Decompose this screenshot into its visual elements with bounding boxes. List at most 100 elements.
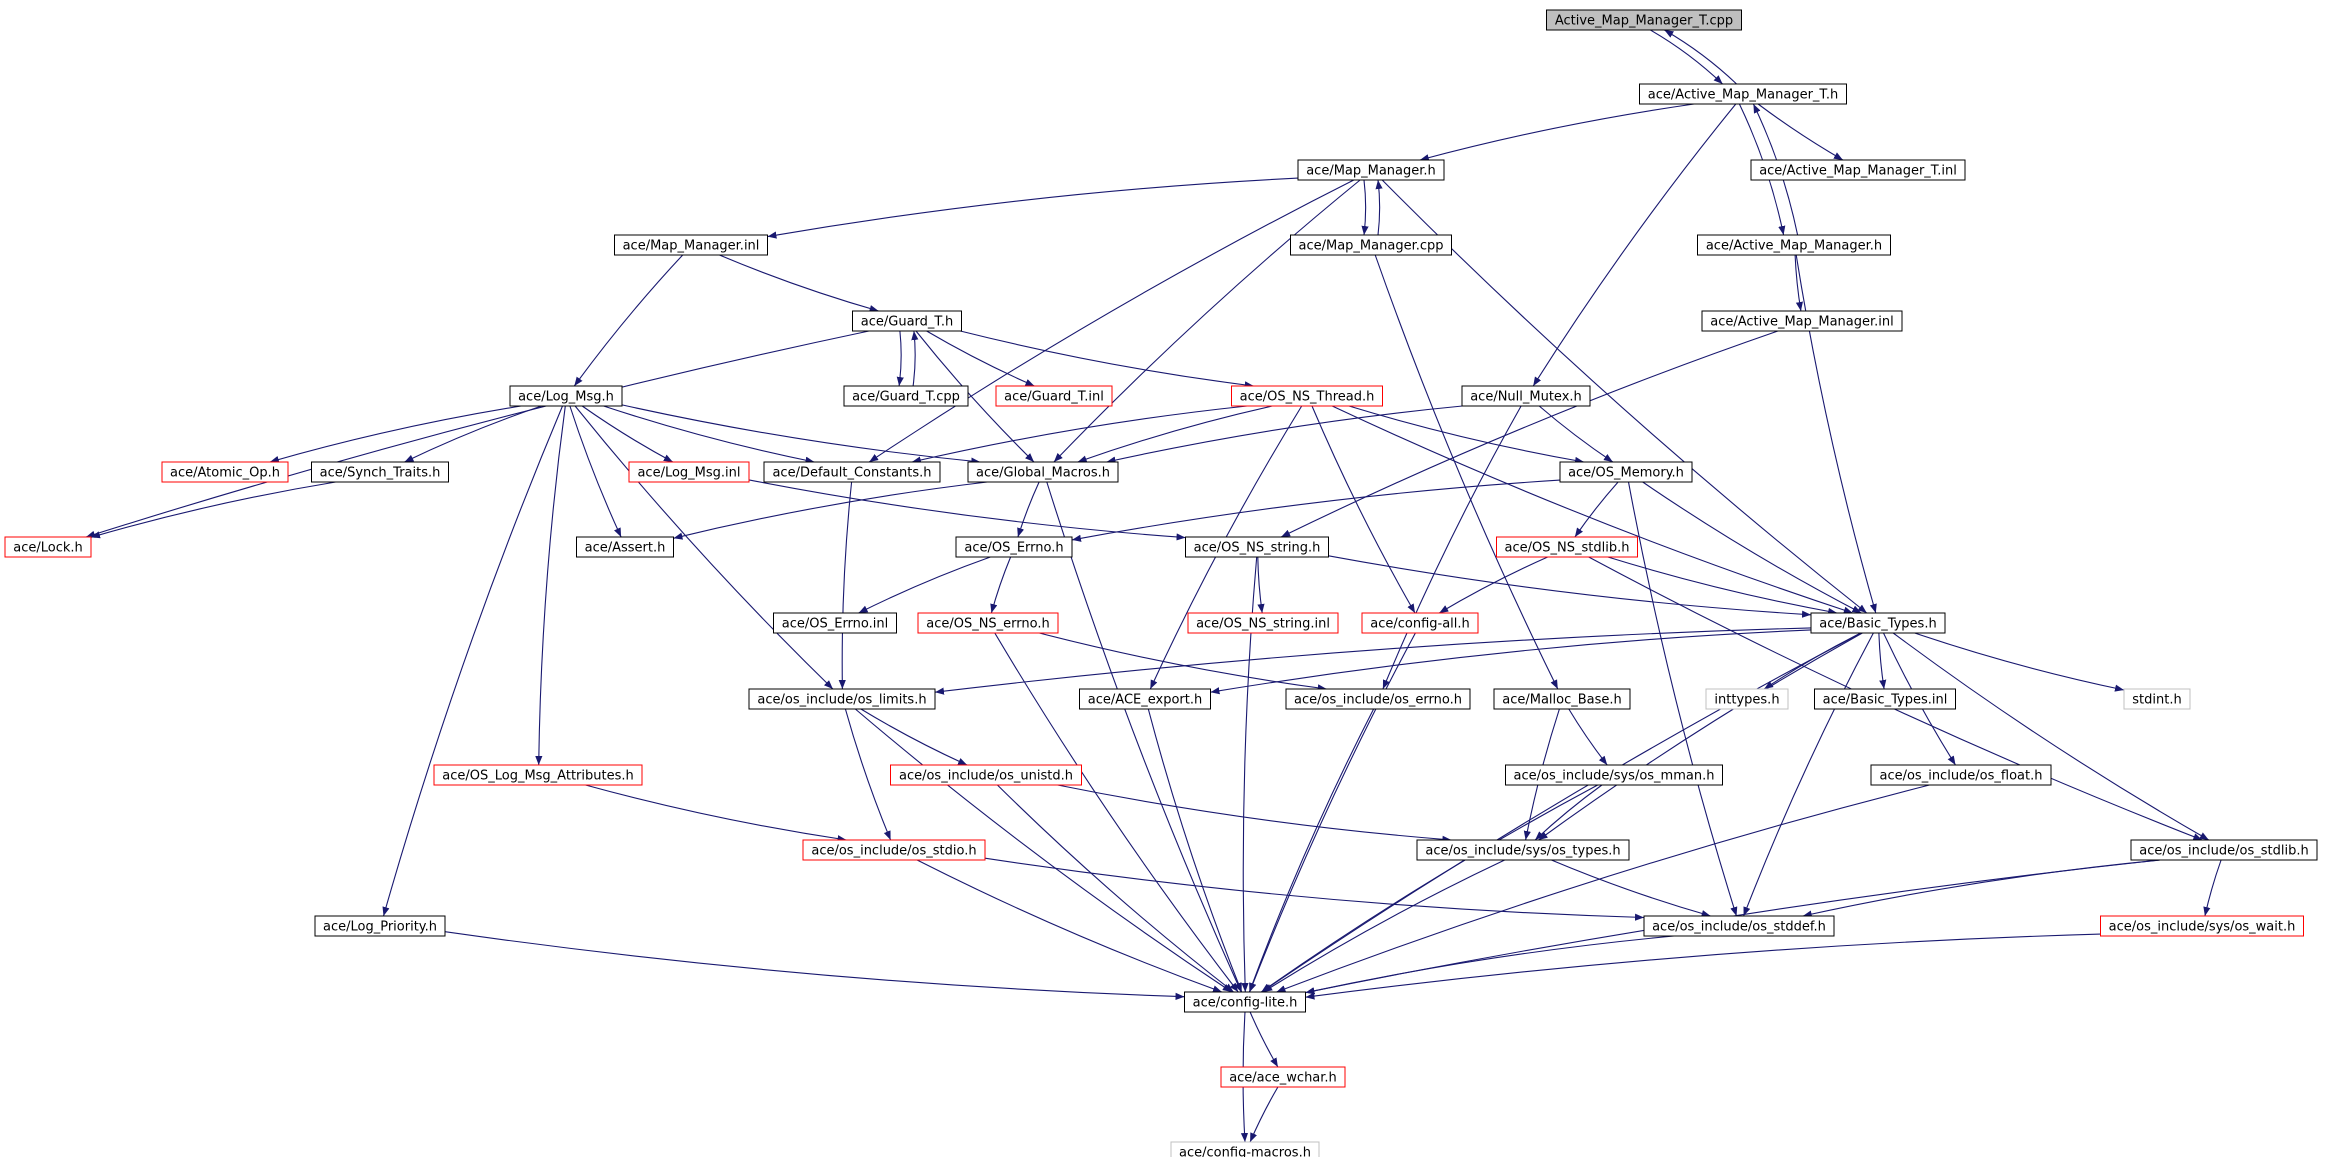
nodes-layer: Active_Map_Manager_T.cpp ace/Active_Map_M… xyxy=(4,9,2318,1157)
graph-node-log-priority[interactable]: ace/Log_Priority.h xyxy=(314,915,446,937)
graph-node-inc-stdlib[interactable]: ace/os_include/os_stdlib.h xyxy=(2130,839,2318,861)
graph-node-stddef[interactable]: ace/os_include/os_stddef.h xyxy=(1643,915,1835,937)
graph-node-ns-string-inl[interactable]: ace/OS_NS_string.inl xyxy=(1187,612,1339,634)
graph-node-synch[interactable]: ace/Synch_Traits.h xyxy=(311,461,449,483)
dependency-edge xyxy=(1650,29,1723,85)
graph-node-ns-stdlib[interactable]: ace/OS_NS_stdlib.h xyxy=(1496,536,1638,558)
graph-node-ace-export[interactable]: ace/ACE_export.h xyxy=(1079,688,1211,710)
graph-node-config-lite[interactable]: ace/config-lite.h xyxy=(1184,991,1306,1013)
dependency-edge xyxy=(1077,405,1273,463)
dependency-edge xyxy=(621,404,981,465)
dependency-edge xyxy=(1263,859,1505,993)
graph-node-box xyxy=(1493,688,1631,710)
graph-node-box xyxy=(843,385,969,407)
graph-node-box xyxy=(1285,688,1471,710)
dependency-edge xyxy=(1794,254,1803,312)
dependency-edge xyxy=(1328,555,1812,618)
dependency-edge xyxy=(934,627,1812,695)
graph-node-ns-errno[interactable]: ace/OS_NS_errno.h xyxy=(917,612,1059,634)
graph-node-bt-inl[interactable]: ace/Basic_Types.inl xyxy=(1814,688,1956,710)
dependency-edge xyxy=(994,632,1239,993)
graph-node-label: ace/os_include/sys/os_wait.h xyxy=(2109,920,2296,935)
dependency-edge xyxy=(719,254,879,312)
graph-node-sys-wait[interactable]: ace/os_include/sys/os_wait.h xyxy=(2100,915,2304,937)
graph-node-errno-inl[interactable]: ace/OS_Errno.inl xyxy=(773,612,897,634)
graph-node-global[interactable]: ace/Global_Macros.h xyxy=(967,461,1119,483)
graph-node-malloc[interactable]: ace/Malloc_Base.h xyxy=(1493,688,1631,710)
graph-node-box xyxy=(917,612,1059,634)
graph-node-box xyxy=(967,461,1119,483)
graph-node-limits[interactable]: ace/os_include/os_limits.h xyxy=(748,688,936,710)
graph-node-os-errno[interactable]: ace/OS_Errno.h xyxy=(955,536,1073,558)
graph-node-am-inl[interactable]: ace/Active_Map_Manager.inl xyxy=(1701,310,1903,332)
dependency-edge xyxy=(1017,481,1040,538)
graph-node-lock[interactable]: ace/Lock.h xyxy=(4,536,92,558)
graph-node-thread[interactable]: ace/OS_NS_Thread.h xyxy=(1231,385,1383,407)
graph-node-label: ace/OS_Errno.h xyxy=(964,541,1063,556)
dependency-edge xyxy=(1046,481,1242,993)
dependency-edge xyxy=(911,330,919,387)
graph-node-box xyxy=(1810,612,1946,634)
graph-node-unistd[interactable]: ace/os_include/os_unistd.h xyxy=(890,764,1082,786)
graph-node-float[interactable]: ace/os_include/os_float.h xyxy=(1870,764,2052,786)
graph-node-am-h[interactable]: ace/Active_Map_Manager.h xyxy=(1697,234,1891,256)
dependency-edge xyxy=(1568,708,1608,766)
graph-node-box xyxy=(1184,991,1306,1013)
graph-node-default-const[interactable]: ace/Default_Constants.h xyxy=(763,461,941,483)
graph-node-box xyxy=(1705,688,1789,710)
graph-node-config-macros[interactable]: ace/config-macros.h xyxy=(1170,1141,1320,1157)
graph-node-ns-string[interactable]: ace/OS_NS_string.h xyxy=(1185,536,1329,558)
graph-node-box xyxy=(2130,839,2318,861)
dependency-edge xyxy=(1802,859,2161,918)
graph-node-box xyxy=(614,234,768,256)
graph-node-mm-h[interactable]: ace/Map_Manager.h xyxy=(1297,159,1445,181)
graph-node-basic-types[interactable]: ace/Basic_Types.h xyxy=(1810,612,1946,634)
graph-node-label: ace/Guard_T.cpp xyxy=(852,390,960,405)
graph-node-mm-cpp[interactable]: ace/Map_Manager.cpp xyxy=(1290,234,1452,256)
dependency-edge xyxy=(382,405,564,917)
graph-node-os-memory[interactable]: ace/OS_Memory.h xyxy=(1559,461,1693,483)
graph-node-config-all[interactable]: ace/config-all.h xyxy=(1361,612,1479,634)
dependency-edge xyxy=(960,330,1254,389)
graph-node-log-msg-inl[interactable]: ace/Log_Msg.inl xyxy=(628,461,750,483)
dependency-edge xyxy=(573,254,684,387)
graph-node-guard-cpp[interactable]: ace/Guard_T.cpp xyxy=(843,385,969,407)
graph-node-label: ace/config-macros.h xyxy=(1179,1146,1311,1157)
graph-node-wchar[interactable]: ace/ace_wchar.h xyxy=(1220,1066,1346,1088)
dependency-edge xyxy=(85,330,870,538)
graph-node-label: ace/Lock.h xyxy=(13,541,83,556)
dependency-edge xyxy=(767,177,1299,239)
graph-node-label: ace/Active_Map_Manager.h xyxy=(1706,239,1882,254)
graph-node-guard-h[interactable]: ace/Guard_T.h xyxy=(852,310,962,332)
dependency-edge xyxy=(1071,479,1561,542)
graph-node-box xyxy=(1297,159,1445,181)
graph-node-mman[interactable]: ace/os_include/sys/os_mman.h xyxy=(1505,764,1723,786)
dependency-edge xyxy=(1757,103,1844,161)
graph-node-amt-h[interactable]: ace/Active_Map_Manager_T.h xyxy=(1639,83,1847,105)
graph-node-stdio[interactable]: ace/os_include/os_stdio.h xyxy=(802,839,986,861)
graph-node-atomic[interactable]: ace/Atomic_Op.h xyxy=(161,461,289,483)
graph-node-inttypes[interactable]: inttypes.h xyxy=(1705,688,1789,710)
dependency-edge xyxy=(1248,708,1375,993)
graph-node-inc-errno[interactable]: ace/os_include/os_errno.h xyxy=(1285,688,1471,710)
graph-node-null-mutex[interactable]: ace/Null_Mutex.h xyxy=(1461,385,1591,407)
graph-node-label: ace/os_include/os_stdio.h xyxy=(811,844,976,859)
graph-node-log-attr[interactable]: ace/OS_Log_Msg_Attributes.h xyxy=(433,764,643,786)
graph-node-assert[interactable]: ace/Assert.h xyxy=(576,536,674,558)
dependency-edge xyxy=(1147,708,1243,993)
graph-node-box xyxy=(1231,385,1383,407)
graph-node-box xyxy=(995,385,1113,407)
graph-node-sys-types[interactable]: ace/os_include/sys/os_types.h xyxy=(1416,839,1630,861)
dependency-edge xyxy=(896,330,904,387)
graph-node-mm-inl[interactable]: ace/Map_Manager.inl xyxy=(614,234,768,256)
graph-node-box xyxy=(4,536,92,558)
graph-node-stdint[interactable]: stdint.h xyxy=(2123,688,2191,710)
graph-node-label: ace/Log_Msg.inl xyxy=(637,466,740,481)
graph-node-log-msg[interactable]: ace/Log_Msg.h xyxy=(509,385,623,407)
dependency-edge xyxy=(1382,405,1522,690)
graph-node-box xyxy=(509,385,623,407)
graph-node-guard-inl[interactable]: ace/Guard_T.inl xyxy=(995,385,1113,407)
graph-node-amt-inl[interactable]: ace/Active_Map_Manager_T.inl xyxy=(1750,159,1966,181)
graph-node-box xyxy=(763,461,941,483)
graph-node-root[interactable]: Active_Map_Manager_T.cpp xyxy=(1546,9,1742,31)
